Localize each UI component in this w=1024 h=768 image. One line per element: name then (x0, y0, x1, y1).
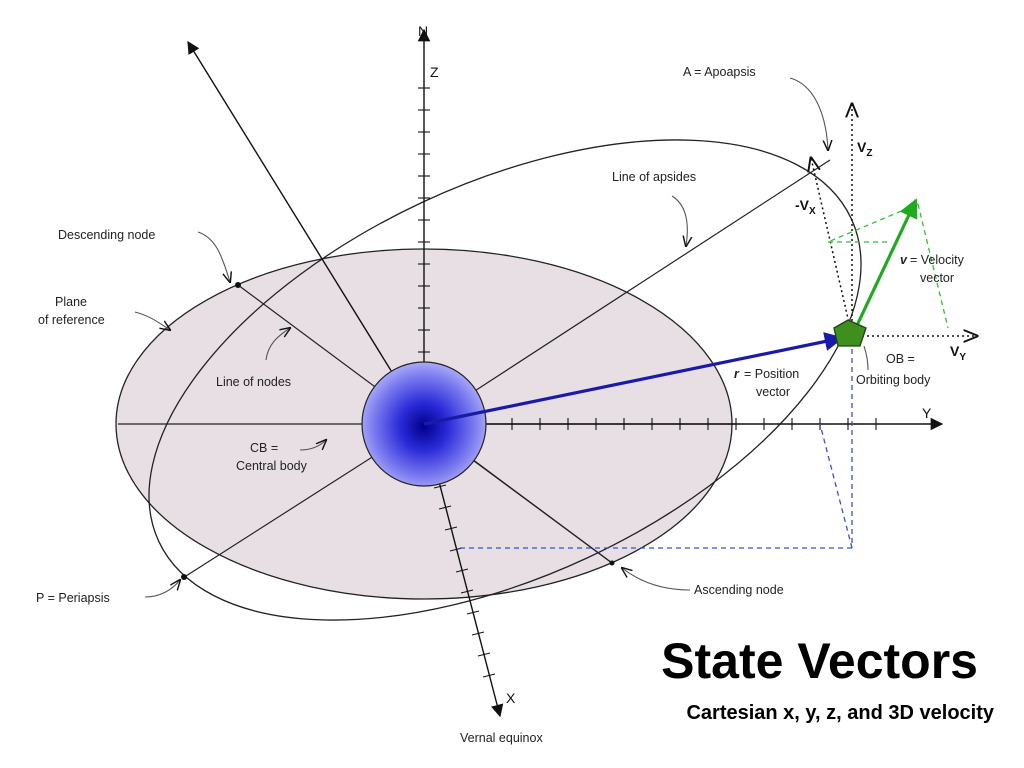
vz-label: VZ (857, 139, 872, 159)
velocity-vector (850, 198, 918, 337)
velocity-label-line1: = Velocity (910, 253, 965, 267)
z-label: Z (430, 64, 439, 80)
orbiting-body (833, 319, 867, 347)
velocity-label-line2: vector (920, 271, 954, 285)
cb-label-line1: CB = (250, 441, 278, 455)
cb-label-line2: Central body (236, 459, 308, 473)
line-of-apsides-label: Line of apsides (612, 170, 696, 184)
position-projection-lines (460, 340, 853, 549)
plane-label-line1: Plane (55, 295, 87, 309)
descending-node-label: Descending node (58, 228, 155, 242)
periapsis-label: P = Periapsis (36, 591, 110, 605)
velocity-symbol: v (900, 253, 908, 267)
ob-label-line1: OB = (886, 352, 915, 366)
apoapsis-label: A = Apoapsis (683, 65, 756, 79)
position-vector (423, 332, 844, 426)
line-of-nodes-label: Line of nodes (216, 375, 291, 389)
velocity-projection-lines (827, 203, 949, 329)
neg-vx-label: -VX (795, 197, 816, 217)
ascending-node-point (609, 560, 615, 566)
y-label: Y (922, 405, 932, 421)
vernal-equinox-label: Vernal equinox (460, 731, 543, 745)
orbit-path (148, 139, 862, 621)
ob-label-line2: Orbiting body (856, 373, 931, 387)
x-label: X (506, 690, 516, 706)
page-subtitle: Cartesian x, y, z, and 3D velocity (686, 702, 994, 724)
vy-label: VY (950, 343, 966, 363)
leader-lines (134, 77, 869, 598)
n-label: N (418, 23, 428, 39)
page-title: State Vectors (661, 633, 978, 689)
position-symbol: r (734, 367, 740, 381)
plane-label-line2: of reference (38, 313, 105, 327)
position-label-line1: = Position (744, 367, 799, 381)
orbit-normal-axis (187, 40, 425, 425)
position-label-line2: vector (756, 385, 790, 399)
ascending-node-label: Ascending node (694, 583, 784, 597)
descending-node-point (235, 282, 241, 288)
velocity-component-axes (811, 104, 977, 336)
periapsis-point (181, 574, 187, 580)
